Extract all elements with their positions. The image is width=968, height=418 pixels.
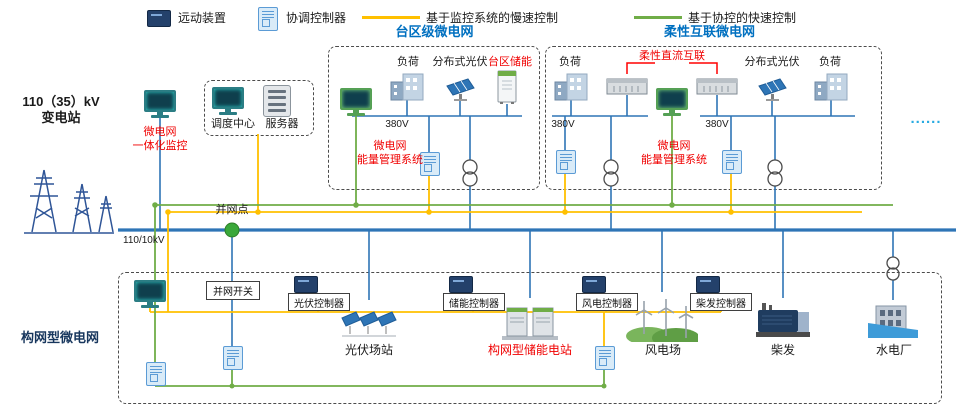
flex-voltage1-label: 380V — [551, 119, 575, 130]
taiqu-ems-computer-icon — [340, 88, 372, 116]
bus-voltage-label: 110/10kV — [123, 235, 165, 246]
wind-plant-label: 风电场 — [644, 343, 681, 357]
solar-panel-icon — [446, 78, 475, 101]
wind-remote-device-icon — [582, 276, 606, 293]
flex-coord-controller-icon — [556, 150, 576, 174]
bottom-title: 构网型微电网 — [20, 330, 99, 345]
substation-label: 110（35）kV 变电站 — [22, 94, 100, 126]
load-building-icon — [390, 73, 424, 101]
flex-box — [545, 46, 882, 190]
ess-remote-device-icon — [449, 276, 473, 293]
flex-coord-controller-icon — [722, 150, 742, 174]
converter-icon — [606, 78, 648, 95]
legend-slow-label: 基于监控系统的慢速控制 — [426, 11, 559, 25]
flex-load1-label: 负荷 — [559, 56, 581, 68]
diesel-controller-tag: 柴发控制器 — [690, 293, 752, 311]
flex-pv-label: 分布式光伏 — [744, 56, 800, 68]
converter-icon — [696, 78, 738, 95]
legend-slow-line — [362, 16, 420, 19]
dc-link-lines — [626, 62, 718, 74]
monitor-computer-icon — [144, 90, 176, 118]
legend-fast-label: 基于协控的快速控制 — [688, 11, 797, 25]
slow-control-junctions — [165, 209, 734, 215]
taiqu-pv-label: 分布式光伏 — [432, 56, 488, 68]
dispatch-server-label: 服务器 — [265, 118, 299, 130]
hydro-plant-label: 水电厂 — [875, 343, 912, 357]
grid-switch-tag: 并网开关 — [206, 281, 260, 300]
transformer-icons — [462, 159, 900, 281]
bottom-computer-icon — [134, 280, 166, 308]
ess-controller-tag: 储能控制器 — [443, 293, 505, 311]
dispatch-box — [204, 80, 314, 136]
taiqu-coord-controller-icon — [420, 152, 440, 176]
load-building-icon — [554, 73, 588, 101]
dispatch-center-label: 调度中心 — [211, 118, 255, 130]
legend-remote-device-label: 远动装置 — [177, 11, 226, 25]
legend-coord-controller-label: 协调控制器 — [285, 11, 346, 25]
load-building-icon — [814, 73, 848, 101]
pv-remote-device-icon — [294, 276, 318, 293]
diesel-remote-device-icon — [696, 276, 720, 293]
solar-panel-icon — [758, 78, 787, 101]
legend-remote-device-icon — [147, 10, 171, 27]
solar-farm-icon — [341, 311, 397, 337]
wind-farm-icon — [626, 299, 698, 342]
transmission-towers-icon — [24, 169, 114, 234]
flex-title: 柔性互联微电网 — [663, 24, 755, 39]
taiqu-ems-label: 微电网 能量管理系统 — [357, 140, 423, 166]
legend-coord-controller-icon — [258, 7, 278, 31]
continuation-dots: ...... — [910, 110, 942, 127]
flex-ems-label: 微电网 能量管理系统 — [641, 140, 707, 166]
bottom-coord-controller-icon — [146, 362, 166, 386]
taiqu-voltage-label: 380V — [385, 119, 409, 130]
dispatch-server-icon — [263, 85, 291, 117]
pcc-point-icon — [224, 222, 240, 238]
flex-voltage2-label: 380V — [705, 119, 729, 130]
diesel-generator-icon — [756, 303, 810, 337]
pcc-label: 并网点 — [215, 204, 249, 216]
flex-load2-label: 负荷 — [819, 56, 841, 68]
fast-control-junctions — [152, 202, 675, 389]
monitor-label: 微电网 一体化监控 — [132, 126, 188, 152]
pv-plant-label: 光伏场站 — [344, 343, 393, 357]
storage-cabinet-icon — [497, 70, 517, 104]
pv-controller-tag: 光伏控制器 — [288, 293, 350, 311]
dispatch-computer-icon — [212, 87, 244, 115]
taiqu-load-label: 负荷 — [397, 56, 419, 68]
bottom-coord-controller-icon — [595, 346, 615, 370]
hydro-plant-icon — [868, 305, 918, 338]
wind-controller-tag: 风电控制器 — [576, 293, 638, 311]
taiqu-title: 台区级微电网 — [395, 24, 474, 39]
bottom-coord-controller-icon — [223, 346, 243, 370]
flex-dclink-label: 柔性直流互联 — [639, 50, 705, 62]
power-lines — [118, 95, 956, 346]
taiqu-storage-label: 台区储能 — [488, 56, 532, 68]
ess-plant-label: 构网型储能电站 — [487, 343, 572, 357]
grid-forming-storage-icon — [502, 307, 558, 340]
diesel-plant-label: 柴发 — [770, 343, 795, 357]
legend-fast-line — [634, 16, 682, 19]
flex-ems-computer-icon — [656, 88, 688, 116]
taiqu-box — [328, 46, 540, 190]
